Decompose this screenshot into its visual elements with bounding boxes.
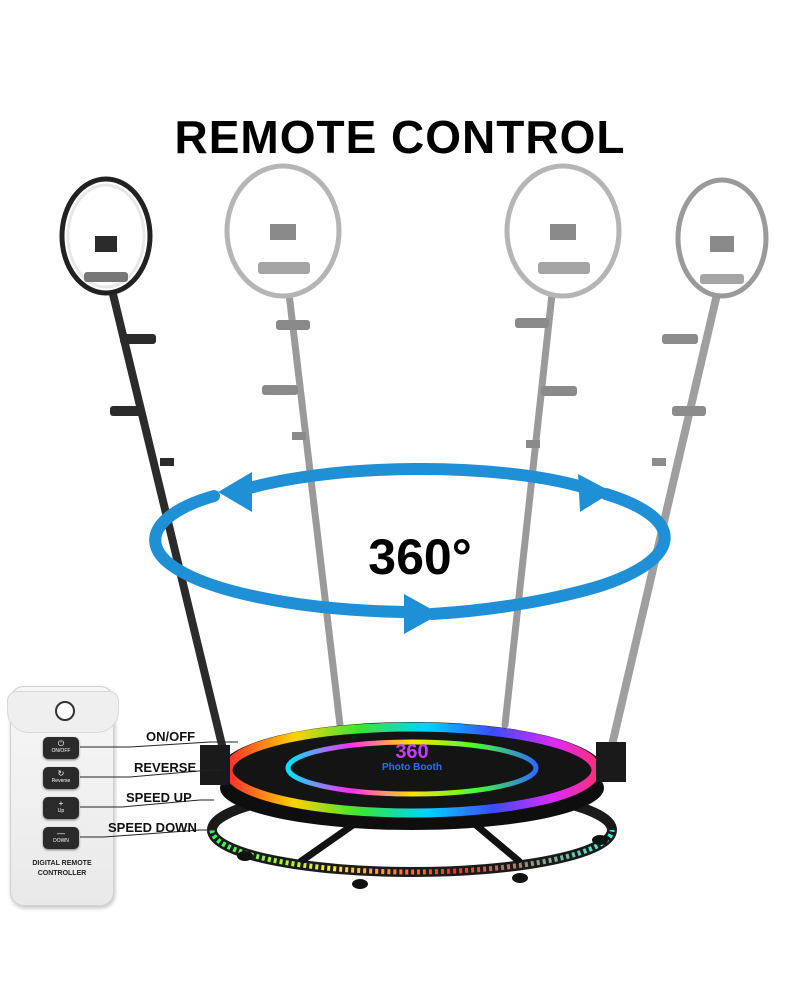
ring-light-1 xyxy=(59,176,153,296)
pole-back-right xyxy=(501,281,557,729)
callout-speed-up: SPEED UP xyxy=(126,790,192,805)
remote-label-line2: CONTROLLER xyxy=(37,870,87,877)
digital-remote-controller: ⏻ ON/OFF ↻ Reverse + Up — DOWN DIGITAL R… xyxy=(7,686,119,906)
pole-back-left xyxy=(284,281,344,729)
ring-light-2 xyxy=(224,163,342,299)
clamps xyxy=(110,318,706,466)
callout-speed-down: SPEED DOWN xyxy=(108,820,197,835)
platform-logo-text: Photo Booth xyxy=(382,762,442,773)
rotation-arrow xyxy=(149,462,671,620)
callout-reverse: REVERSE xyxy=(134,760,197,775)
callout-on-off: ON/OFF xyxy=(146,729,196,744)
power-icon: ⏻ xyxy=(57,739,65,748)
ring-light-3 xyxy=(504,163,622,299)
remote-speed-up-button[interactable]: + Up xyxy=(43,797,79,819)
platform-logo-number: 360 xyxy=(395,741,429,763)
ring-light-4 xyxy=(675,177,769,299)
arrow-heads xyxy=(218,472,612,634)
platform-logo: 360 Photo Booth xyxy=(352,742,472,774)
pole-front-right xyxy=(608,286,722,749)
remote-speed-down-button[interactable]: — DOWN xyxy=(43,827,79,849)
minus-icon: — xyxy=(57,829,65,838)
logo-icon xyxy=(55,701,75,721)
page-title: REMOTE CONTROL xyxy=(174,111,626,163)
remote-label-line1: DIGITAL REMOTE xyxy=(32,860,92,867)
reverse-icon: ↻ xyxy=(57,769,65,778)
remote-on-off-button[interactable]: ⏻ ON/OFF xyxy=(43,737,79,759)
rotation-label: 360° xyxy=(368,529,472,585)
remote-reverse-button[interactable]: ↻ Reverse xyxy=(43,767,79,789)
turntable-platform xyxy=(200,722,626,830)
plus-icon: + xyxy=(58,799,64,808)
